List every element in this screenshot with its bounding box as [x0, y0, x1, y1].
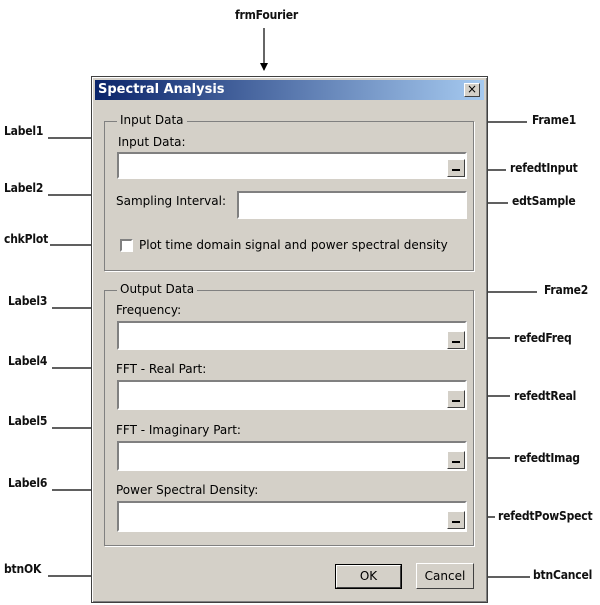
frequency-input[interactable]: [119, 323, 465, 348]
close-icon: ×: [466, 82, 478, 96]
annotation-form: frmFourier: [235, 8, 298, 22]
frequency-label: Frequency:: [116, 303, 182, 317]
fft-imag-field[interactable]: [117, 441, 467, 471]
input-data-field[interactable]: [117, 152, 467, 179]
annotation-frame1: Frame1: [532, 113, 577, 127]
ellipsis-icon: [452, 521, 460, 523]
frequency-field[interactable]: [117, 321, 467, 350]
annotation-refedfreq: refedFreq: [514, 331, 572, 345]
sampling-interval-input[interactable]: [239, 193, 465, 217]
annotation-refedtinput: refedtInput: [510, 161, 578, 175]
annotation-label1: Label1: [4, 124, 44, 138]
psd-browse-button[interactable]: [447, 511, 465, 529]
ellipsis-icon: [452, 341, 460, 343]
ellipsis-icon: [452, 461, 460, 463]
cancel-button[interactable]: Cancel: [416, 563, 474, 589]
input-data-browse-button[interactable]: [447, 159, 465, 177]
annotation-refedtpowspect: refedtPowSpect: [498, 509, 593, 523]
output-data-frame: Output Data: [104, 282, 474, 546]
input-frame-title: Input Data: [117, 113, 187, 127]
sampling-interval-label: Sampling Interval:: [116, 194, 226, 208]
psd-label: Power Spectral Density:: [116, 483, 259, 497]
fft-real-input[interactable]: [119, 382, 465, 408]
fft-imag-label: FFT - Imaginary Part:: [116, 423, 241, 437]
annotation-label6: Label6: [8, 476, 48, 490]
close-button[interactable]: ×: [464, 83, 480, 97]
spectral-analysis-dialog: Spectral Analysis × Input Data Input Dat…: [91, 76, 488, 603]
fft-real-label: FFT - Real Part:: [116, 362, 207, 376]
psd-input[interactable]: [119, 503, 465, 530]
annotation-refedtimag: refedtImag: [514, 451, 580, 465]
annotation-label3: Label3: [8, 294, 48, 308]
plot-checkbox-label: Plot time domain signal and power spectr…: [139, 238, 448, 252]
annotation-label5: Label5: [8, 414, 48, 428]
sampling-interval-field[interactable]: [237, 191, 467, 219]
fft-real-field[interactable]: [117, 380, 467, 410]
ellipsis-icon: [452, 169, 460, 171]
annotation-label4: Label4: [8, 354, 48, 368]
annotation-frame2: Frame2: [544, 283, 589, 297]
window-title: Spectral Analysis: [98, 82, 225, 97]
fft-real-browse-button[interactable]: [447, 390, 465, 408]
annotation-chkplot: chkPlot: [4, 232, 49, 246]
ellipsis-icon: [452, 400, 460, 402]
annotation-btncancel: btnCancel: [533, 568, 593, 582]
annotation-edtsample: edtSample: [512, 194, 576, 208]
annotation-btnok: btnOK: [4, 562, 42, 576]
ok-button[interactable]: OK: [335, 564, 402, 589]
psd-field[interactable]: [117, 501, 467, 532]
fft-imag-browse-button[interactable]: [447, 451, 465, 469]
frequency-browse-button[interactable]: [447, 331, 465, 349]
input-data-label: Input Data:: [118, 135, 186, 149]
input-data-input[interactable]: [119, 154, 465, 177]
fft-imag-input[interactable]: [119, 443, 465, 469]
output-frame-title: Output Data: [117, 282, 198, 296]
plot-checkbox[interactable]: [120, 239, 133, 252]
title-bar[interactable]: Spectral Analysis ×: [95, 80, 484, 100]
annotation-refedtreal: refedtReal: [514, 389, 577, 403]
input-data-frame: Input Data: [104, 113, 474, 271]
annotation-label2: Label2: [4, 181, 44, 195]
